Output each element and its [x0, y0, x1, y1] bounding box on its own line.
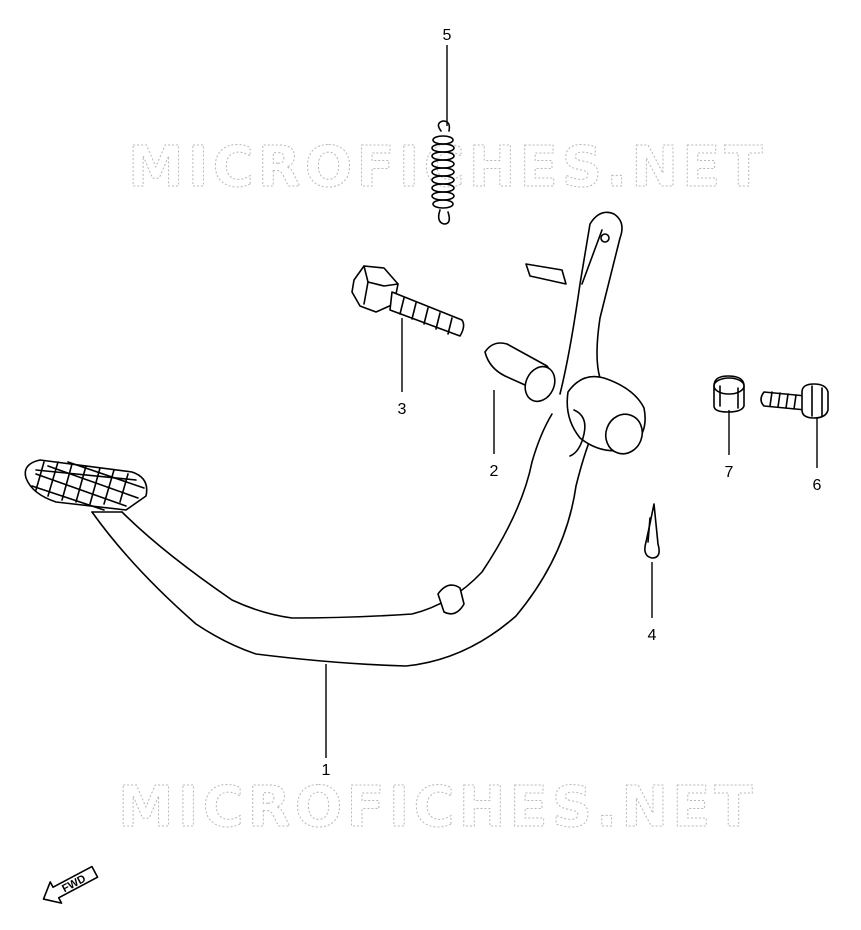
brake-pedal	[24, 211, 646, 667]
fwd-arrow-icon	[42, 865, 99, 904]
return-spring	[431, 120, 455, 225]
fwd-label: FWD	[60, 873, 88, 895]
callout-3: 3	[398, 401, 407, 418]
cotter-pin	[644, 503, 660, 559]
bushing	[484, 342, 556, 403]
fwd-badge: FWD	[42, 865, 99, 904]
pivot-bolt	[351, 265, 465, 337]
callout-2: 2	[490, 463, 499, 480]
callout-4: 4	[648, 627, 657, 644]
callout-1: 1	[322, 762, 331, 779]
callout-5: 5	[443, 27, 452, 44]
callout-6: 6	[813, 477, 822, 494]
callout-7: 7	[725, 464, 734, 481]
nut	[713, 375, 745, 413]
bolt	[760, 383, 829, 419]
watermark-bottom: MICROFICHES.NET	[118, 775, 757, 840]
